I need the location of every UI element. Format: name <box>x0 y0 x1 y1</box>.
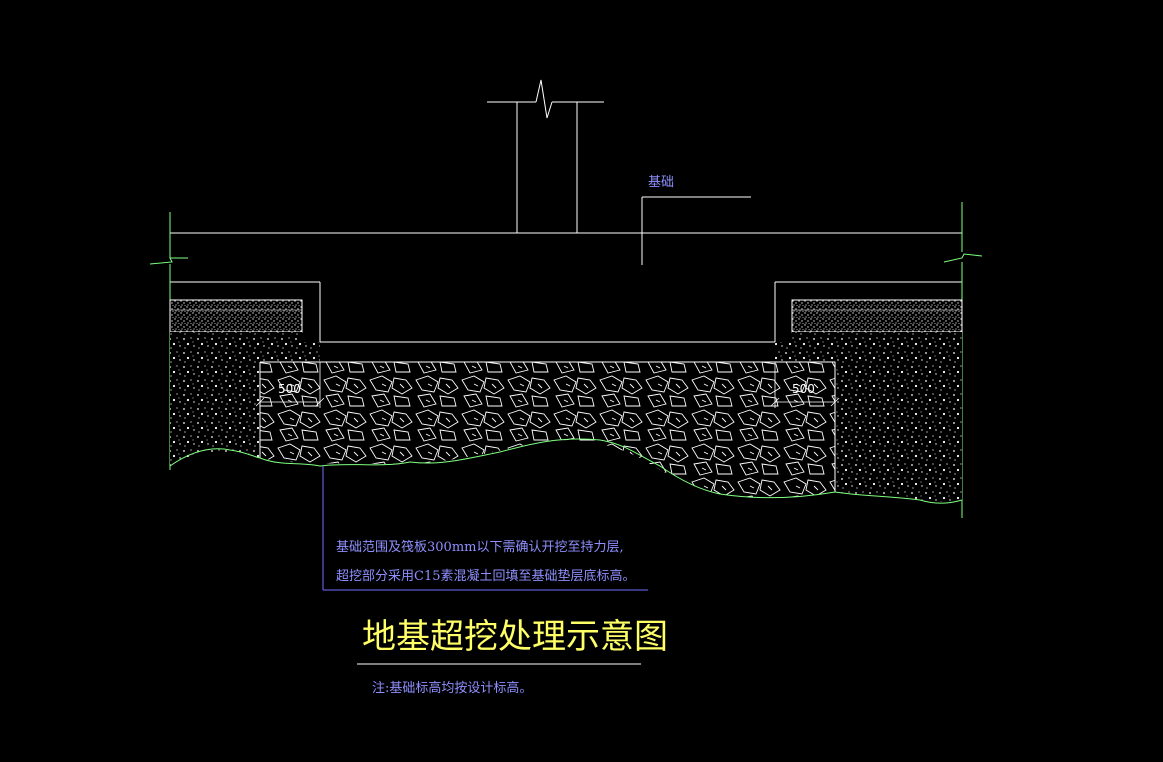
footnote: 注:基础标高均按设计标高。 <box>372 680 532 696</box>
gravel-cushion-left <box>169 299 303 333</box>
foundation-label: 基础 <box>648 175 674 190</box>
foundation-leader <box>641 196 751 265</box>
note-line-1: 基础范围及筏板300mm以下需确认开挖至持力层, <box>336 539 624 555</box>
column <box>487 79 604 233</box>
note-line-2: 超挖部分采用C15素混凝土回填至基础垫层底标高。 <box>336 568 636 584</box>
excavation-boundary <box>169 438 963 504</box>
gravel-cushion-right <box>791 299 963 333</box>
dimension-right <box>770 362 840 408</box>
note-leader <box>322 466 648 591</box>
dim-left-value: 500 <box>278 382 301 396</box>
dimension-left <box>255 362 325 408</box>
raft-slab <box>170 232 962 343</box>
drawing-title: 地基超挖处理示意图 <box>362 617 668 657</box>
dim-right-value: 500 <box>792 382 815 396</box>
backfill-outline <box>259 361 836 492</box>
c15-backfill-area <box>260 362 835 498</box>
